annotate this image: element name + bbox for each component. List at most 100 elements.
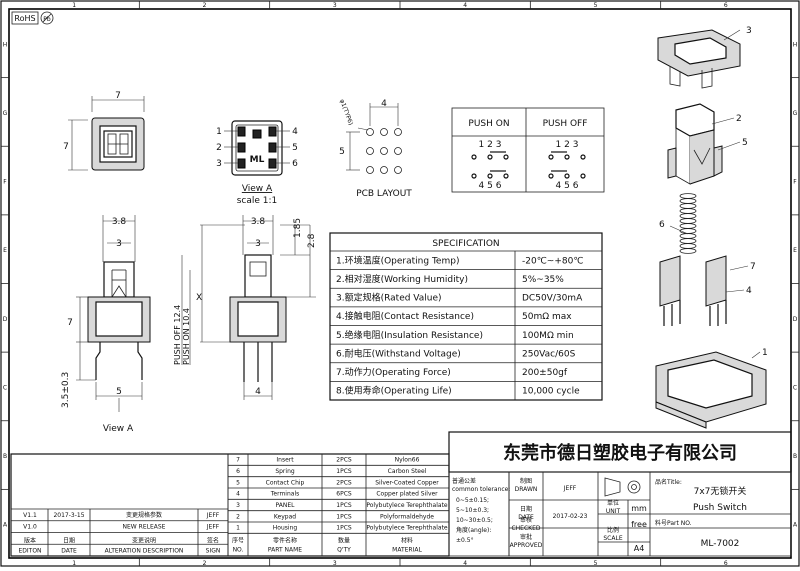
rev-header-cn: 签名 bbox=[207, 537, 219, 545]
front-view-a-label: View A bbox=[103, 424, 134, 434]
callout-4: 4 bbox=[746, 286, 752, 296]
view-a-pin-4: 4 bbox=[292, 127, 298, 137]
bom-material: Polyformaldehyde bbox=[380, 513, 434, 520]
pb-free-icon bbox=[40, 11, 54, 25]
pcb-pitch-v: 5 bbox=[339, 147, 345, 157]
spec-value: 5%~35% bbox=[522, 275, 564, 285]
rev-date: 2017-3-15 bbox=[53, 512, 84, 519]
spec-label: 8.使用寿命(Operating Life) bbox=[336, 385, 452, 397]
rev-edition: V1.0 bbox=[23, 524, 37, 531]
contact-dot bbox=[487, 173, 493, 179]
bom-qty: 2PCS bbox=[336, 457, 352, 464]
tolerance-title: 普通公差 common tolerance: bbox=[452, 477, 510, 493]
side-push-on: PUSH ON 10.4 bbox=[182, 308, 191, 365]
col-label-bottom: 1 bbox=[72, 560, 76, 567]
col-label-top: 3 bbox=[333, 2, 337, 9]
pcb-hole bbox=[366, 166, 374, 174]
side-dim-a: 1.85 bbox=[293, 218, 303, 238]
bom-header-cn: 零件名称 bbox=[273, 536, 297, 544]
bom-material: Polybutylece Terephthalate bbox=[366, 502, 448, 509]
scale-label-cn: 比例 bbox=[607, 526, 619, 534]
bom-header-en: NO. bbox=[233, 546, 244, 553]
view-a-pin-5: 5 bbox=[292, 143, 298, 153]
pcb-layout-title: PCB LAYOUT bbox=[356, 189, 412, 199]
col-label-bottom: 2 bbox=[203, 560, 207, 567]
callout-6: 6 bbox=[659, 220, 665, 230]
contact-dot bbox=[580, 173, 586, 179]
spring-coil bbox=[679, 228, 697, 234]
rev-header-en: SIGN bbox=[206, 548, 221, 555]
rev-sign: JEFF bbox=[206, 512, 220, 519]
bom-header-cn: 序号 bbox=[232, 536, 244, 544]
rev-description: 变更规格参数 bbox=[126, 511, 162, 519]
rev-edition: V1.1 bbox=[23, 512, 37, 519]
bom-qty: 2PCS bbox=[336, 479, 352, 486]
specification-table: SPECIFICATION 1.环境温度(Operating Temp)-20℃… bbox=[329, 232, 603, 401]
checked-label-en: CHECKED bbox=[511, 525, 540, 532]
unit-label-cn: 单位 bbox=[607, 499, 619, 507]
contact-dot bbox=[487, 154, 493, 160]
bom-header-en: Q'TY bbox=[337, 546, 351, 553]
projection-circle-icon bbox=[627, 480, 641, 494]
spec-label: 5.绝缘电阻(Insulation Resistance) bbox=[336, 329, 483, 341]
rev-header-cn: 版本 bbox=[24, 537, 36, 545]
bom-qty: 1PCS bbox=[336, 502, 352, 509]
pcb-hole bbox=[380, 166, 388, 174]
row-label-left: E bbox=[3, 247, 7, 254]
tolerance-line: 5~10±0.3; bbox=[456, 507, 489, 514]
view-a-scale: scale 1:1 bbox=[237, 196, 278, 206]
profile-side-view: 3.8 3 4 1.85 2.8 X PUSH OFF 12.4 PUSH ON… bbox=[173, 215, 317, 400]
bom-no: 5 bbox=[236, 479, 240, 486]
spec-label: 3.额定规格(Rated Value) bbox=[336, 292, 442, 304]
contact-dot bbox=[580, 154, 586, 160]
side-dim-inner: 3 bbox=[255, 239, 261, 249]
col-label-top: 6 bbox=[724, 2, 728, 9]
size-value: A4 bbox=[634, 544, 645, 553]
spring-coil bbox=[679, 218, 697, 224]
front-side-view: 3.8 3 7 3.5±0.3 5 View A bbox=[61, 215, 151, 434]
bom-part-name: Contact Chip bbox=[266, 479, 305, 486]
row-label-right: H bbox=[793, 41, 798, 48]
bom-part-name: Housing bbox=[273, 525, 298, 532]
company-name: 东莞市德日塑胶电子有限公司 bbox=[503, 442, 737, 464]
push-on-top-pins: 1 2 3 bbox=[479, 140, 502, 150]
spec-value: 50mΩ max bbox=[522, 312, 572, 322]
front-dim-lead: 3.5±0.3 bbox=[61, 372, 71, 408]
approved-label-cn: 审批 bbox=[520, 533, 532, 541]
callout-7: 7 bbox=[750, 262, 756, 272]
spring-coil bbox=[679, 203, 697, 209]
view-a-label: View A bbox=[242, 184, 273, 194]
side-dim-top-width: 3.8 bbox=[251, 217, 266, 227]
bom-header-cn: 材料 bbox=[401, 536, 413, 544]
spec-value: -20℃~+80℃ bbox=[522, 256, 583, 266]
spring-coil bbox=[679, 213, 697, 219]
row-label-left: G bbox=[3, 110, 8, 117]
spec-value: 200±50gf bbox=[522, 368, 568, 378]
contact-dot bbox=[503, 154, 509, 160]
title-cn: 7x7无锁开关 bbox=[694, 485, 747, 497]
spring-coil bbox=[679, 193, 697, 199]
bom-material: Copper plated Silver bbox=[376, 491, 438, 498]
date-label-en: DATE bbox=[518, 514, 534, 521]
approved-label-en: APPROVED bbox=[510, 542, 543, 549]
row-label-right: G bbox=[793, 110, 798, 117]
tolerance-line: 0~5±0.15; bbox=[456, 497, 489, 504]
row-label-left: F bbox=[3, 179, 7, 186]
row-label-right: A bbox=[793, 522, 798, 529]
spring-coil bbox=[679, 233, 697, 239]
top-view-width-dim: 7 bbox=[115, 91, 121, 101]
front-dim-body: 7 bbox=[67, 318, 73, 328]
col-label-top: 4 bbox=[463, 2, 467, 9]
view-a-pin-1: 1 bbox=[216, 127, 222, 137]
contact-dot bbox=[564, 154, 570, 160]
view-a-pin-6: 6 bbox=[292, 159, 298, 169]
pcb-layout: 4 5 φ1(TYP6) PCB LAYOUT bbox=[338, 98, 412, 199]
contact-dot bbox=[548, 154, 554, 160]
title-label: 品名Title: bbox=[655, 478, 682, 486]
bom-header-en: PART NAME bbox=[268, 546, 302, 553]
row-label-right: E bbox=[793, 247, 797, 254]
pcb-hole bbox=[394, 166, 402, 174]
side-dim-x: X bbox=[196, 293, 202, 303]
